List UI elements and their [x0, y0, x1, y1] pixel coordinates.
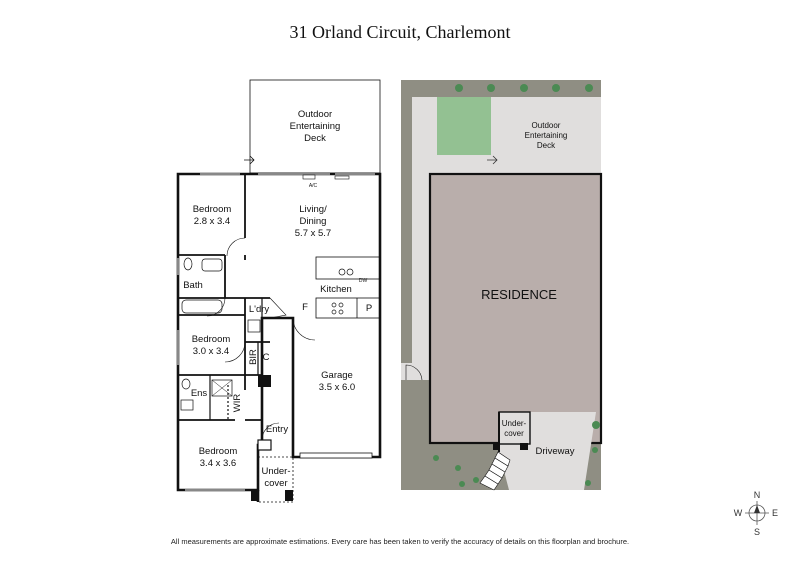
site-undercover-label-1: Under- [502, 419, 527, 428]
compass-n: N [754, 490, 761, 500]
dishwasher-label: DW [359, 278, 368, 284]
pantry-label: P [366, 303, 372, 314]
site-outdoor-label-1: Outdoor [532, 121, 561, 130]
entry-label: Entry [266, 424, 288, 435]
steps [479, 451, 511, 491]
side-path [412, 166, 430, 380]
bathtub [181, 299, 223, 314]
garage-door [299, 452, 373, 459]
bath-label: Bath [183, 280, 203, 291]
lawn [437, 97, 491, 155]
garage-size: 3.5 x 6.0 [319, 382, 355, 393]
undercover-label-2: cover [264, 478, 287, 489]
wir-label: WIR [232, 394, 243, 413]
ac-label: A/C [309, 183, 318, 189]
post [285, 490, 293, 501]
laundry-label: L'dry [249, 304, 270, 315]
bedroom-2-size: 3.0 x 3.4 [193, 346, 229, 357]
ensuite-label: Ens [191, 388, 208, 399]
compass-icon: N E S W [734, 490, 778, 537]
bedroom-2-label: Bedroom [192, 334, 231, 345]
kitchen-label: Kitchen [320, 284, 352, 295]
toilet [183, 257, 193, 271]
garage-label: Garage [321, 370, 353, 381]
residence-label: RESIDENCE [481, 287, 557, 302]
shower [211, 379, 233, 397]
outdoor-deck-label-1: Outdoor [298, 109, 332, 120]
outdoor-deck-label-2: Entertaining [290, 121, 341, 132]
living-label-1: Living/ [299, 204, 327, 215]
disclaimer-text: All measurements are approximate estimat… [170, 537, 630, 546]
compass-w: W [734, 508, 743, 518]
deck-paving [412, 97, 601, 174]
floor-plan [176, 79, 382, 503]
living-size: 5.7 x 5.7 [295, 228, 331, 239]
bedroom-1-size: 2.8 x 3.4 [194, 216, 230, 227]
kitchen-counter [315, 297, 381, 319]
laundry-tub [247, 319, 261, 333]
cupboard-label: C [263, 352, 270, 363]
bedroom-3-label: Bedroom [199, 446, 238, 457]
site-plan [401, 80, 603, 491]
post [251, 490, 258, 501]
site-outdoor-label-2: Entertaining [525, 131, 568, 140]
compass-s: S [754, 527, 760, 537]
compass-e: E [772, 508, 778, 518]
outdoor-deck-label-3: Deck [304, 133, 326, 144]
undercover-label-1: Under- [261, 466, 290, 477]
vanity [201, 258, 223, 272]
bedroom-1-label: Bedroom [193, 204, 232, 215]
living-label-2: Dining [300, 216, 327, 227]
bir-label: BIR [248, 349, 259, 365]
undercover-area [257, 456, 294, 503]
kitchen-bench [315, 256, 381, 280]
site-undercover-label-2: cover [504, 429, 524, 438]
plants [433, 84, 600, 487]
bedroom-3-size: 3.4 x 3.6 [200, 458, 236, 469]
page-title: 31 Orland Circuit, Charlemont [289, 22, 511, 42]
fridge-label: F [302, 302, 308, 313]
side-path [412, 97, 437, 155]
driveway-label: Driveway [535, 446, 574, 457]
site-outdoor-label-3: Deck [537, 141, 556, 150]
residence [428, 172, 603, 445]
